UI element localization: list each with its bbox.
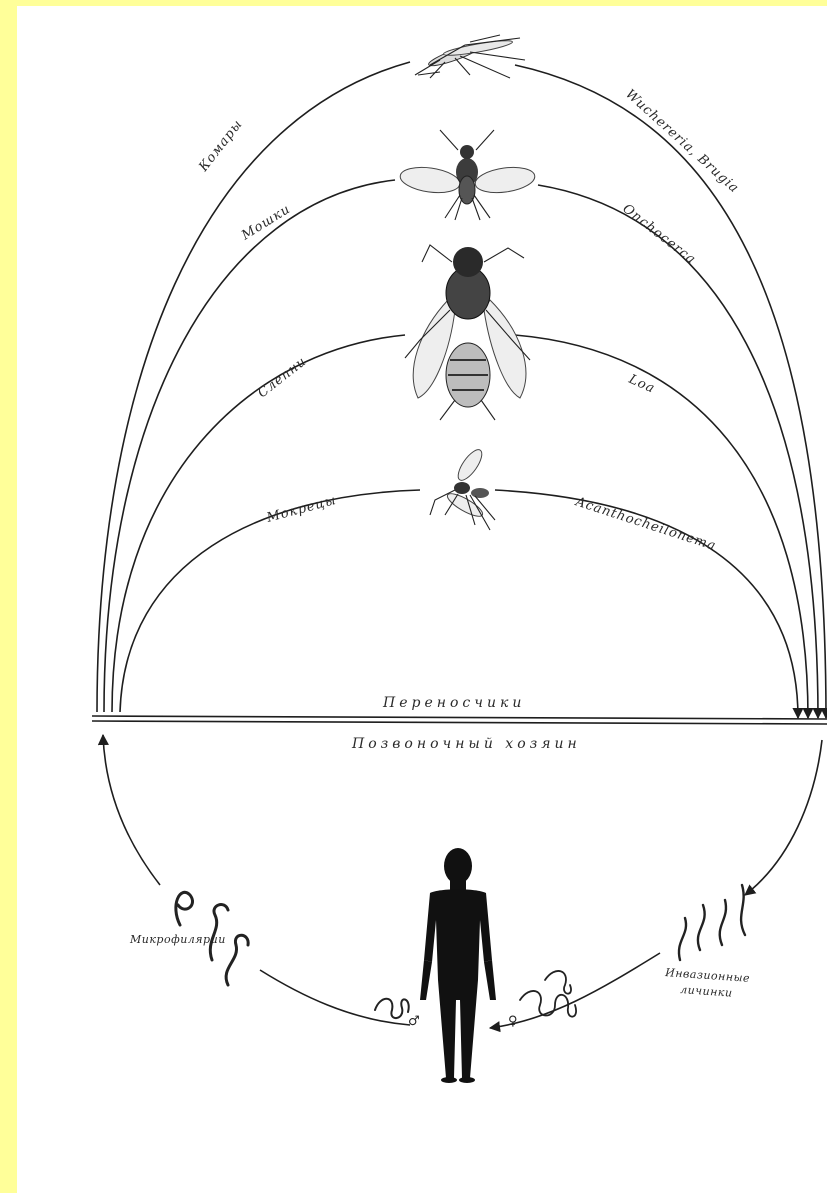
male-worm-icon (375, 999, 409, 1018)
arc-mosquito-left (97, 62, 410, 712)
arc-host-to-larvae (745, 740, 822, 895)
label-midges: Мокрецы (264, 493, 338, 526)
female-symbol: ♀ (508, 1014, 518, 1029)
female-worm-icon (520, 971, 576, 1017)
label-acanthocheilonema: Acanthocheilonema (573, 494, 718, 554)
label-onchocerca: Onchocerca (620, 201, 699, 267)
male-symbol: ♂ (408, 1014, 420, 1029)
horsefly-icon (405, 245, 530, 420)
blackfly-icon (399, 130, 537, 220)
divider-line-top (92, 716, 827, 719)
mosquito-icon (415, 35, 525, 78)
divider-line-bottom (92, 721, 827, 724)
label-wuchereria-brugia: Wuchereria, Brugia (622, 87, 741, 197)
label-invasive-larvae-line2: личинки (680, 983, 733, 1000)
arc-mosquito-right (515, 65, 826, 718)
label-vectors-section: Переносчики (382, 695, 525, 711)
arc-human-to-microfilariae (260, 970, 410, 1025)
human-host-icon (420, 848, 496, 1083)
label-horseflies: Слепни (255, 354, 309, 401)
invasive-larvae-icon (679, 885, 745, 960)
arc-blackfly-right (538, 185, 818, 718)
label-invasive-larvae-line1: Инвазионные (664, 966, 751, 985)
label-mosquitoes: Комары (196, 117, 246, 175)
arc-microfilariae-to-vector (103, 735, 160, 885)
midge-icon (430, 446, 495, 530)
arc-blackfly-left (104, 180, 395, 712)
label-host-section: Позвоночный хозяин (351, 736, 581, 752)
